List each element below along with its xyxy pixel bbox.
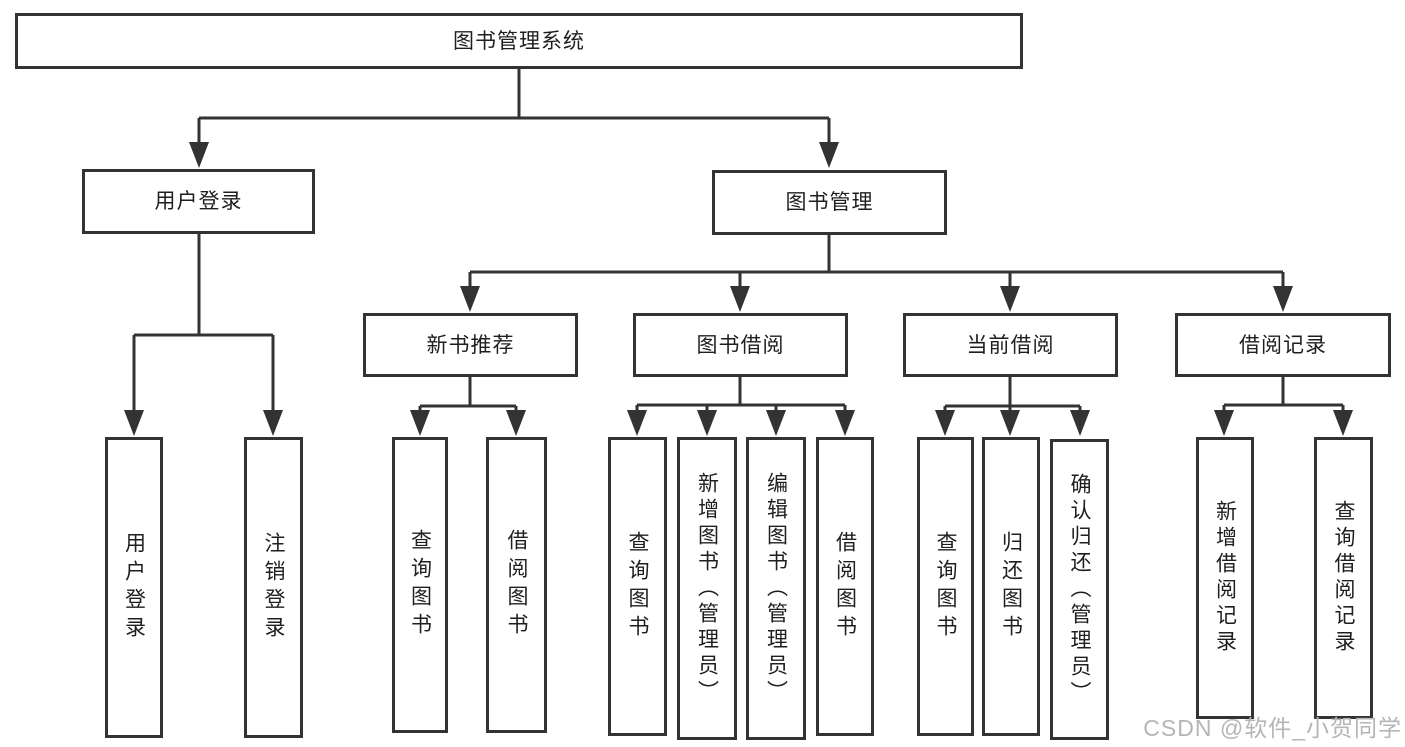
arrowhead xyxy=(1000,410,1020,436)
node-leaf-query-books-2: 查询图书 xyxy=(608,437,667,736)
node-book-management: 图书管理 xyxy=(712,170,947,235)
arrowhead xyxy=(410,410,430,436)
arrowhead xyxy=(730,286,750,312)
arrowhead xyxy=(263,410,283,436)
arrowhead xyxy=(1273,286,1293,312)
node-leaf-query-books-3: 查询图书 xyxy=(917,437,974,736)
node-user-login: 用户登录 xyxy=(82,169,315,234)
node-book-borrow: 图书借阅 xyxy=(633,313,848,377)
arrowhead xyxy=(835,410,855,436)
node-root-library-system: 图书管理系统 xyxy=(15,13,1023,69)
arrowhead xyxy=(124,410,144,436)
arrowhead xyxy=(1070,410,1090,436)
connector-paths xyxy=(132,69,1345,412)
arrowhead xyxy=(627,410,647,436)
node-leaf-query-books: 查询图书 xyxy=(392,437,448,733)
arrowhead xyxy=(1000,286,1020,312)
arrowhead xyxy=(819,142,839,168)
arrowheads xyxy=(124,142,1353,436)
node-leaf-query-borrow-record: 查询借阅记录 xyxy=(1314,437,1373,719)
arrowhead xyxy=(766,410,786,436)
node-leaf-borrow-books: 借阅图书 xyxy=(486,437,547,733)
node-leaf-return-books: 归还图书 xyxy=(982,437,1040,736)
arrowhead xyxy=(935,410,955,436)
arrowhead xyxy=(506,410,526,436)
node-leaf-add-borrow-record: 新增借阅记录 xyxy=(1196,437,1254,719)
node-leaf-borrow-books-2: 借阅图书 xyxy=(816,437,874,736)
node-borrow-record: 借阅记录 xyxy=(1175,313,1391,377)
node-leaf-user-login: 用户登录 xyxy=(105,437,163,738)
node-leaf-edit-books-admin: 编辑图书（管理员） xyxy=(746,437,806,740)
node-leaf-logout: 注销登录 xyxy=(244,437,303,738)
arrowhead xyxy=(460,286,480,312)
arrowhead xyxy=(1214,410,1234,436)
node-leaf-add-books-admin: 新增图书（管理员） xyxy=(677,437,737,740)
arrowhead xyxy=(697,410,717,436)
csdn-watermark: CSDN @软件_小贺同学 xyxy=(1143,715,1402,741)
arrowhead xyxy=(189,142,209,168)
node-leaf-confirm-return-admin: 确认归还（管理员） xyxy=(1050,439,1109,740)
node-current-borrow: 当前借阅 xyxy=(903,313,1118,377)
node-new-book-recommend: 新书推荐 xyxy=(363,313,578,377)
arrowhead xyxy=(1333,410,1353,436)
